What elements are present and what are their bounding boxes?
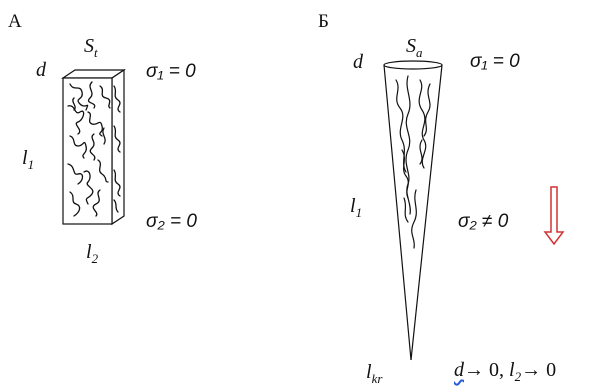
- block-width-label: l2: [86, 241, 99, 266]
- cone-b: [383, 60, 443, 361]
- panel-b-label: Б: [318, 11, 329, 32]
- block-a: [61, 68, 126, 226]
- block-length-label: l1: [22, 147, 35, 172]
- limit-l-sub: 2: [514, 369, 522, 384]
- block-stress-bottom: σ₂ = 0: [146, 211, 197, 232]
- cone-length-label: l1: [350, 195, 363, 220]
- cone-thickness-label: d: [353, 51, 363, 73]
- cone-stress-bottom: σ₂ ≠ 0: [458, 211, 509, 232]
- limit-condition: d→ 0, l2→ 0: [454, 360, 556, 383]
- limit-arrow-2: → 0: [521, 359, 557, 381]
- block-front-face: [62, 77, 113, 225]
- cone-polymer-chains: [395, 75, 431, 249]
- panel-a-label: А: [8, 11, 22, 32]
- limit-l: l: [509, 359, 515, 381]
- block-polymer-chains: [67, 81, 121, 217]
- limit-d: d: [454, 359, 464, 381]
- cone-top-ellipse: [383, 60, 443, 70]
- block-area-label: St: [84, 35, 98, 60]
- cone-tip-label: lkr: [366, 361, 383, 386]
- block-thickness-label: d: [36, 59, 46, 81]
- limit-arrow-1: → 0,: [464, 359, 504, 381]
- cone-right-edge: [410, 64, 443, 361]
- downward-arrow: [543, 186, 565, 246]
- block-stress-top: σ₁ = 0: [146, 61, 196, 82]
- cone-area-label: Sa: [406, 35, 423, 60]
- cone-left-edge: [383, 64, 412, 361]
- cone-stress-top: σ₁ = 0: [470, 51, 520, 72]
